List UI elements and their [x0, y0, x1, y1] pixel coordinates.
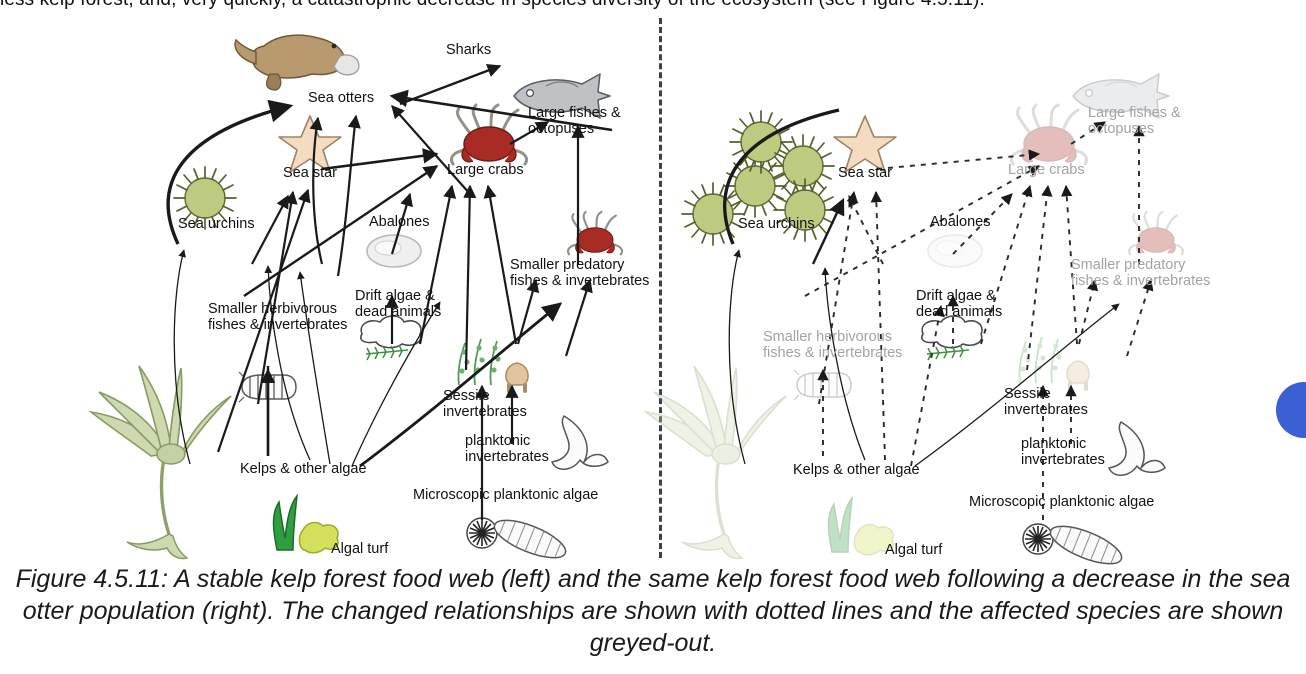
- figure-4-5-11: Sharks Sea otters Large fishes & octopus…: [0, 14, 1306, 573]
- node-label-sessile: Sessile invertebrates: [1004, 386, 1088, 418]
- arrow-layer-right: [723, 108, 1154, 520]
- node-label-drift-algae: Drift algae & dead animals: [355, 288, 442, 320]
- node-label-smaller-herbivorous: Smaller herbivorous fishes & invertebrat…: [208, 301, 348, 333]
- panel-divider: [659, 18, 662, 558]
- node-label-large-fishes: Large fishes & octopuses: [528, 105, 621, 137]
- node-label-planktonic-invertebrates: planktonic invertebrates: [465, 433, 549, 465]
- node-label-sharks: Sharks: [446, 42, 492, 58]
- node-label-drift-algae: Drift algae & dead animals: [916, 288, 1003, 320]
- panel-stable-food-web: Sharks Sea otters Large fishes & octopus…: [0, 14, 653, 567]
- node-label-microscopic-algae: Microscopic planktonic algae: [413, 487, 599, 503]
- node-label-planktonic-invertebrates: planktonic invertebrates: [1021, 436, 1105, 468]
- node-label-algal-turf: Algal turf: [885, 542, 943, 558]
- node-label-sea-star: Sea star: [283, 165, 337, 181]
- body-text-fragment: less kelp forest, and, very quickly, a c…: [0, 0, 1306, 11]
- node-label-smaller-herbivorous-greyed: Smaller herbivorous fishes & invertebrat…: [763, 329, 903, 361]
- node-label-sea-star: Sea star: [838, 165, 892, 181]
- node-label-large-fishes-greyed: Large fishes & octopuses: [1088, 105, 1181, 137]
- figure-caption: Figure 4.5.11: A stable kelp forest food…: [15, 565, 1291, 657]
- node-label-kelps: Kelps & other algae: [240, 461, 367, 477]
- sea-otter-illustration: [234, 34, 360, 91]
- node-label-sea-urchins: Sea urchins: [738, 216, 815, 232]
- node-label-smaller-predatory-greyed: Smaller predatory fishes & invertebrates: [1071, 257, 1211, 289]
- node-label-sessile: Sessile invertebrates: [443, 388, 527, 420]
- node-label-kelps: Kelps & other algae: [793, 462, 920, 478]
- node-label-abalones: Abalones: [930, 214, 991, 230]
- arrow-layer-left: [166, 63, 613, 520]
- artwork-layer-left: [89, 34, 624, 567]
- panel-collapsed-food-web: Large fishes & octopuses Sea star Large …: [644, 14, 1306, 573]
- node-label-large-crabs-greyed: Large crabs: [1008, 162, 1085, 178]
- node-label-algal-turf: Algal turf: [331, 541, 389, 557]
- node-label-sea-urchins: Sea urchins: [178, 216, 255, 232]
- node-label-smaller-predatory: Smaller predatory fishes & invertebrates: [510, 257, 650, 289]
- node-label-large-crabs: Large crabs: [447, 162, 524, 178]
- node-label-sea-otters: Sea otters: [308, 90, 375, 106]
- node-label-abalones: Abalones: [369, 214, 430, 230]
- node-label-microscopic-algae: Microscopic planktonic algae: [969, 494, 1155, 510]
